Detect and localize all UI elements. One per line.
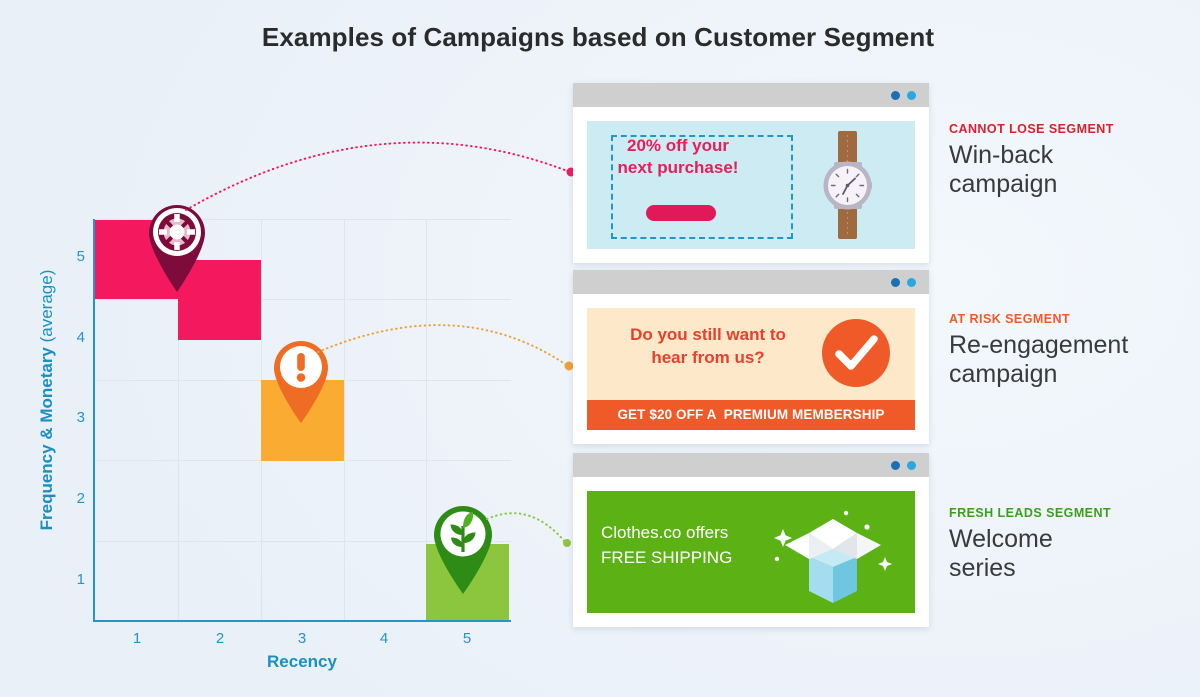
x-axis-title: Recency: [267, 652, 337, 671]
y-tick-label: 1: [76, 571, 85, 588]
segment-label-at-risk: AT RISK SEGMENT Re-engagement campaign: [949, 312, 1200, 390]
welcome-banner: Clothes.co offers FREE SHIPPING: [587, 491, 915, 613]
x-tick-label: 2: [215, 630, 225, 647]
connector-endpoint-fresh-leads: [563, 539, 571, 547]
winback-headline: 20% off your next purchase!: [587, 135, 769, 179]
y-tick-label: 5: [76, 248, 85, 265]
bar-cannot-lose-2: [178, 260, 261, 340]
segment-title-line2: campaign: [949, 360, 1058, 389]
segment-title-line1: Re-engagement: [949, 331, 1129, 359]
rfm-bar-chart: 5 4 3 2 1 1 2 3 4 5 Frequency & Monetary…: [0, 0, 560, 697]
x-tick-label: 4: [379, 630, 389, 647]
x-axis-line: [93, 620, 511, 622]
y-tick-label: 4: [76, 329, 85, 346]
segment-title-line2: series: [949, 554, 1016, 583]
marker-cannot-lose[interactable]: [144, 200, 210, 292]
segment-title-line2: campaign: [949, 170, 1058, 199]
segment-title-line1: Win-back: [949, 141, 1054, 169]
sprout-icon: [434, 506, 492, 594]
gridline-h: [95, 541, 511, 542]
winback-headline-line1: 20% off your: [626, 136, 730, 155]
card-titlebar: [573, 270, 929, 294]
y-tick-label: 3: [76, 409, 85, 426]
marker-at-risk[interactable]: [270, 337, 336, 429]
card-body: Clothes.co offers FREE SHIPPING: [573, 477, 929, 627]
segment-label-cannot-lose: CANNOT LOSE SEGMENT Win-back campaign: [949, 122, 1199, 200]
marker-fresh-leads[interactable]: [429, 502, 495, 594]
segment-kicker: AT RISK SEGMENT: [949, 312, 1071, 326]
x-tick-label: 5: [462, 630, 472, 647]
card-titlebar: [573, 453, 929, 477]
welcome-headline: Clothes.co offers FREE SHIPPING: [601, 521, 791, 570]
winback-banner: 20% off your next purchase!: [587, 121, 915, 249]
segment-kicker: FRESH LEADS SEGMENT: [949, 506, 1112, 520]
gridline-v: [344, 219, 345, 620]
gridline-h: [95, 219, 511, 220]
welcome-headline-line2: FREE SHIPPING: [601, 547, 733, 567]
welcome-headline-line1: Clothes.co offers: [601, 523, 729, 542]
y-axis-title-regular: (average): [37, 269, 56, 348]
window-dot-right: [907, 461, 916, 470]
exclamation-icon: [274, 340, 328, 423]
email-card-winback[interactable]: 20% off your next purchase!: [573, 83, 929, 263]
lifebuoy-icon: [149, 205, 205, 292]
reengagement-headline: Do you still want to hear from us?: [597, 324, 819, 370]
segment-title: Welcome series: [949, 525, 1199, 584]
window-dot-left: [891, 278, 900, 287]
segment-title-line1: Welcome: [949, 525, 1053, 553]
winback-cta-button[interactable]: [646, 205, 716, 221]
winback-headline-line2: next purchase!: [617, 158, 739, 178]
segment-title: Win-back campaign: [949, 141, 1199, 200]
window-dot-right: [907, 91, 916, 100]
y-axis-title: Frequency & Monetary (average): [37, 235, 57, 565]
y-tick-label: 2: [76, 490, 85, 507]
card-titlebar: [573, 83, 929, 107]
email-card-reengagement[interactable]: Do you still want to hear from us? GET $…: [573, 270, 929, 444]
segment-kicker: CANNOT LOSE SEGMENT: [949, 122, 1114, 136]
x-tick-label: 3: [297, 630, 307, 647]
y-axis-line: [93, 219, 95, 622]
reengagement-cta-bar[interactable]: GET $20 OFF A PREMIUM MEMBERSHIP: [587, 400, 915, 430]
x-tick-label: 1: [132, 630, 142, 647]
reengagement-headline-line1: Do you still want to: [630, 325, 786, 344]
window-dot-left: [891, 461, 900, 470]
card-body: 20% off your next purchase!: [573, 107, 929, 263]
gridline-v: [178, 219, 179, 620]
y-axis-title-bold: Frequency & Monetary: [37, 347, 56, 531]
segment-title: Re-engagement campaign: [949, 331, 1200, 390]
open-box-illustration: [774, 510, 892, 603]
coupon-dashed-border: [611, 135, 793, 239]
window-dot-right: [907, 278, 916, 287]
page-title-text: Examples of Campaigns based on Customer …: [261, 22, 935, 52]
window-dot-left: [891, 91, 900, 100]
segment-label-fresh-leads: FRESH LEADS SEGMENT Welcome series: [949, 506, 1199, 584]
card-body: Do you still want to hear from us? GET $…: [573, 294, 929, 444]
check-circle-illustration: [822, 319, 890, 387]
reengagement-headline-line2: hear from us?: [651, 347, 765, 367]
email-card-welcome[interactable]: Clothes.co offers FREE SHIPPING: [573, 453, 929, 627]
reengagement-banner: Do you still want to hear from us?: [587, 308, 915, 400]
gridline-v: [426, 219, 427, 620]
page-title: Examples of Campaigns based on Customer …: [0, 22, 1200, 53]
wristwatch-illustration: [823, 131, 872, 239]
gridline-h: [95, 299, 511, 300]
